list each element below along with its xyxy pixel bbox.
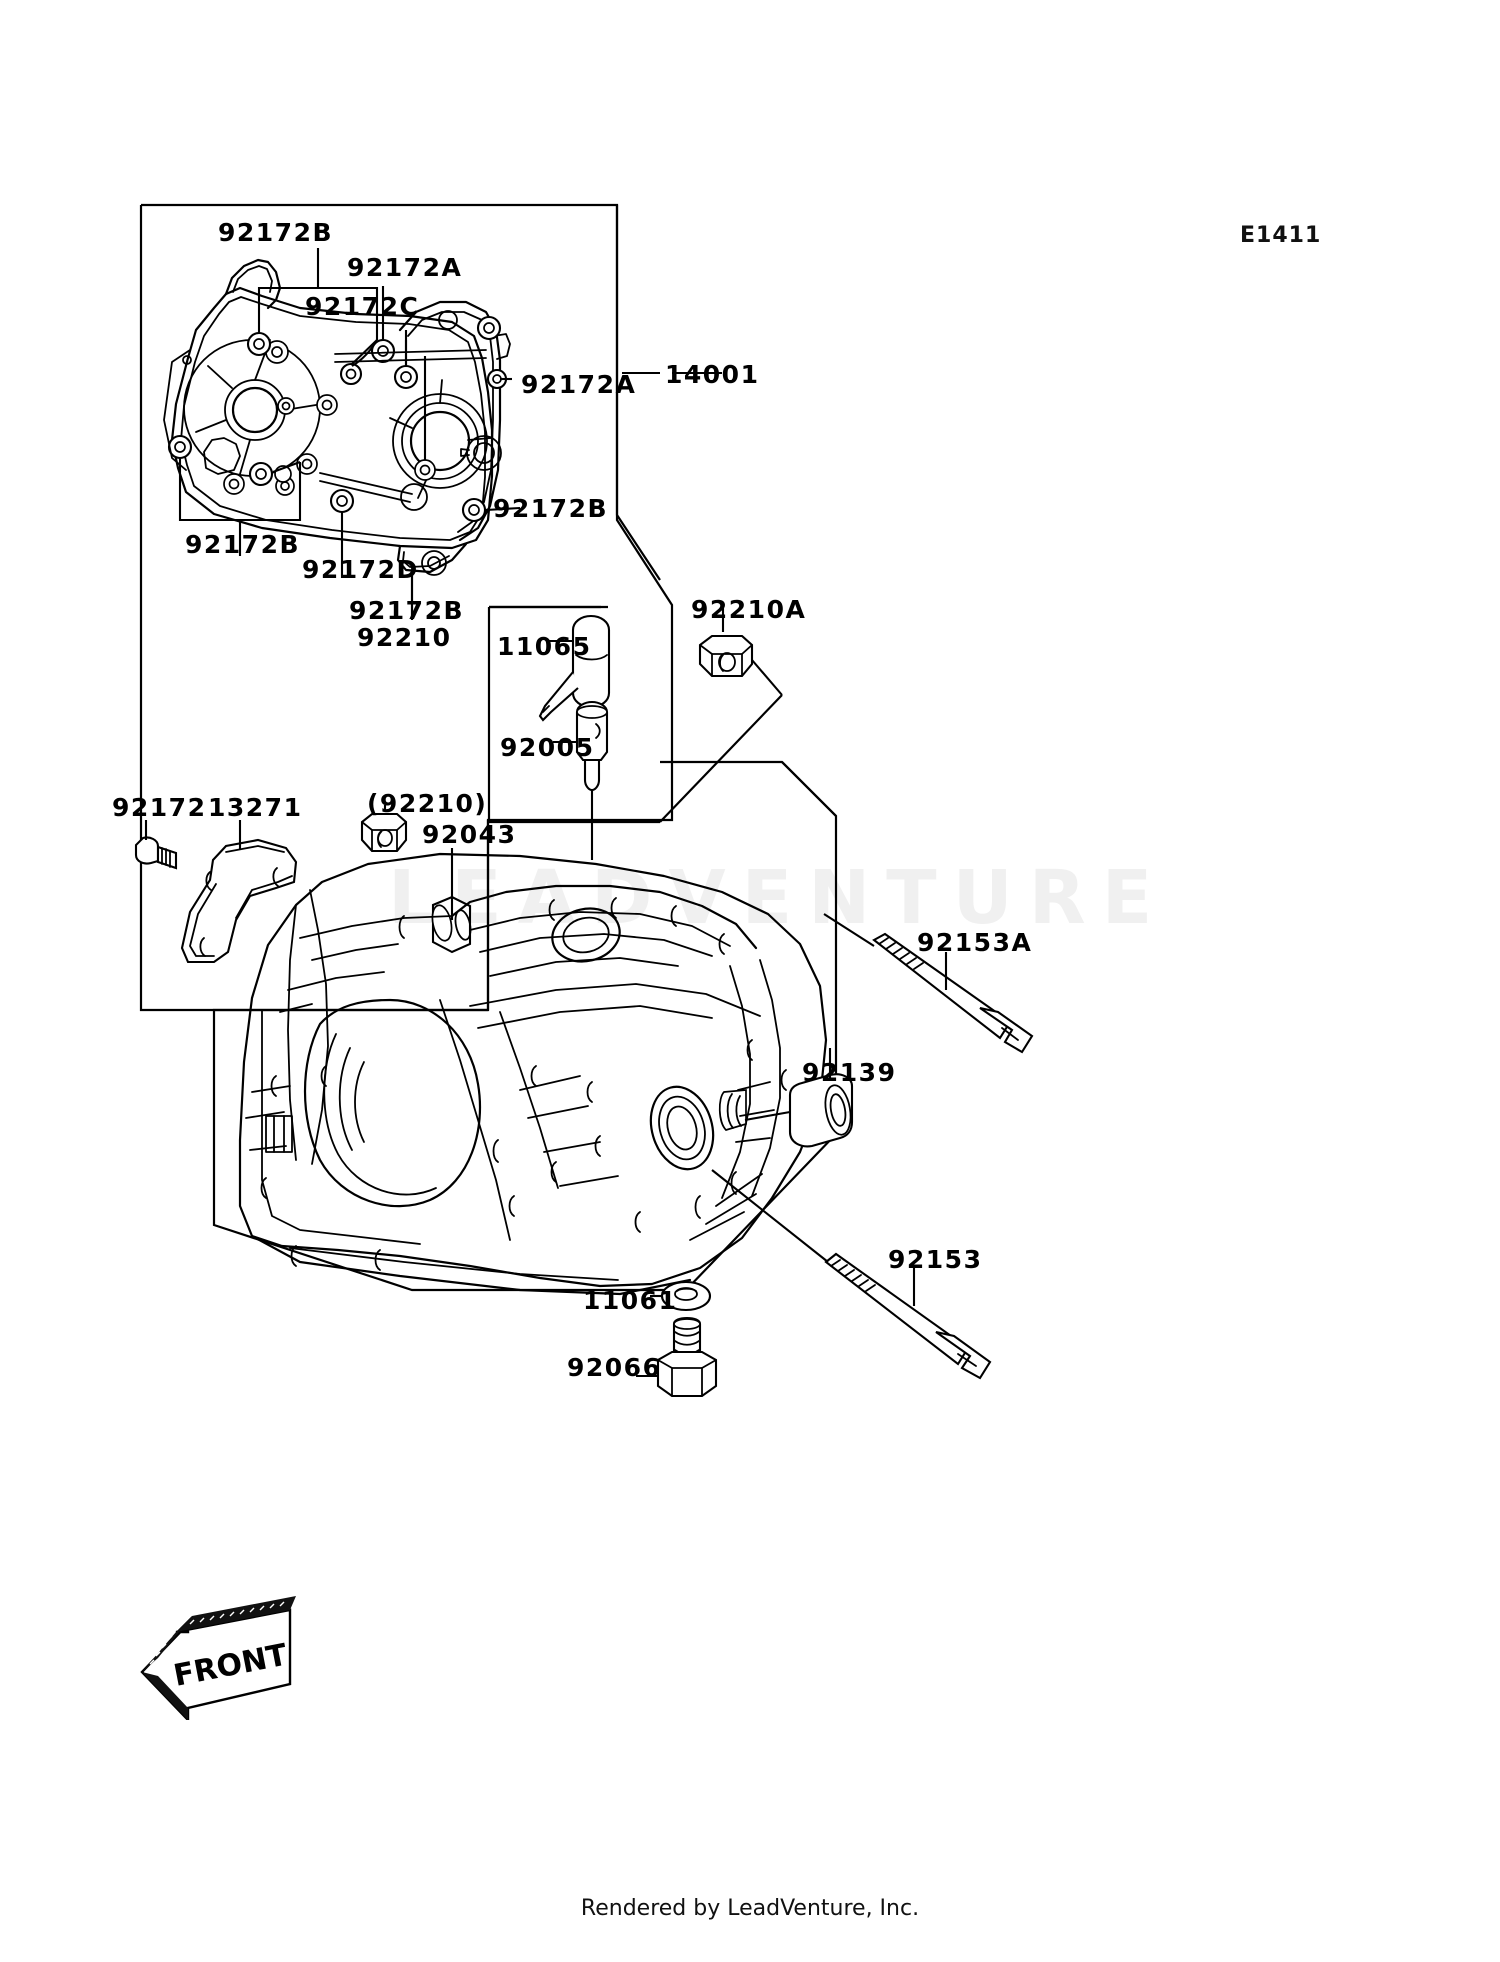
leader-92153A-to-case (823, 913, 875, 947)
front-direction-marker: FRONT (120, 1588, 300, 1723)
part-92153-stud (824, 1252, 992, 1380)
callout-92139: 92139 (802, 1058, 897, 1087)
callout-92172-bolt: 92172 (112, 793, 207, 822)
callout-92210-gasket: 92210 (357, 623, 452, 652)
callout-92005: 92005 (500, 733, 595, 762)
engine-cover-gasket (163, 258, 511, 576)
callout-92153A: 92153A (917, 928, 1033, 957)
callout-92172A-right: 92172A (521, 370, 637, 399)
part-92139-bushing (788, 1073, 854, 1148)
callout-13271: 13271 (208, 793, 303, 822)
leader-92210A-lower (751, 659, 783, 696)
callout-92172C: 92172C (305, 292, 420, 321)
callout-11065: 11065 (497, 632, 592, 661)
callout-92172D: 92172D (302, 555, 419, 584)
callout-92153: 92153 (888, 1245, 983, 1274)
callout-92172B-bottom: 92172B (349, 596, 465, 625)
callout-92172B-top: 92172B (218, 218, 334, 247)
leader-92153-to-case (711, 1169, 829, 1263)
callout-92172B-right: 92172B (493, 494, 609, 523)
crankcase-assembly-boundary (212, 760, 838, 1292)
part-92210-nut-left (360, 812, 408, 853)
callout-92043: 92043 (422, 820, 517, 849)
part-92043-dowel (431, 895, 472, 954)
footer-credit: Rendered by LeadVenture, Inc. (580, 1896, 920, 1921)
part-92066-plug (656, 1316, 718, 1398)
callout-92172A-top: 92172A (347, 253, 463, 282)
part-92153A-stud (872, 932, 1034, 1054)
callout-92172B-bottomleft: 92172B (185, 530, 301, 559)
callout-11061: 11061 (583, 1286, 678, 1315)
callout-92066: 92066 (567, 1353, 662, 1382)
part-92172-bolt (134, 836, 178, 870)
callout-92210-paren: (92210) (367, 789, 488, 818)
part-13271-bracket (180, 838, 298, 964)
callout-14001: 14001 (665, 360, 760, 389)
crankcase-body (238, 852, 828, 1296)
diagram-code: E1411 (1240, 223, 1322, 248)
part-92005-nozzle (575, 700, 609, 792)
callout-92210A: 92210A (691, 595, 807, 624)
part-92210A-nut (698, 634, 754, 678)
leader-92139-to-case (744, 1110, 791, 1122)
